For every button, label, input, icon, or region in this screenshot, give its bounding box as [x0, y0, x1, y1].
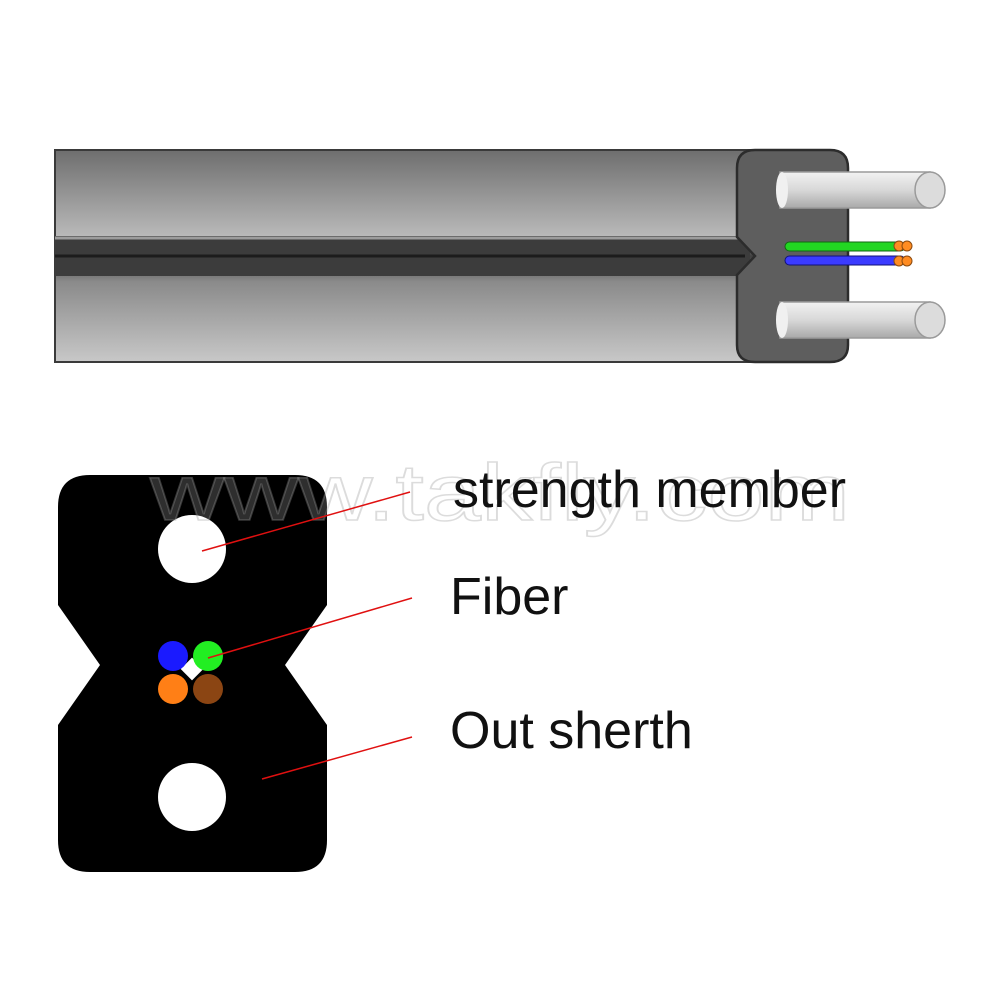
watermark: www.takfly.com: [149, 448, 850, 537]
fiber-blue: [158, 641, 188, 671]
strength-member-bottom: [158, 763, 226, 831]
fiber-end-orange-4: [901, 255, 913, 267]
fiber-end-orange-2: [901, 240, 913, 252]
fiber-green: [193, 641, 223, 671]
fiber-brown: [193, 674, 223, 704]
label-strength-member: strength member: [453, 461, 846, 519]
strength-member-rod-top: [776, 171, 946, 209]
leader-line-fiber: [207, 597, 413, 659]
fiber-orange: [158, 674, 188, 704]
fiber-strand-blue: [784, 255, 906, 266]
strength-member-top: [158, 515, 226, 583]
fiber-strand-green: [784, 241, 906, 252]
label-out-sheath: Out sherth: [450, 702, 693, 760]
leader-line-out-sheath: [261, 736, 413, 780]
protruding-fibers: [784, 240, 913, 267]
label-fiber: Fiber: [450, 568, 568, 626]
strength-member-rod-bottom: [776, 301, 946, 339]
leader-lines: [201, 491, 413, 780]
cable-side-view: [54, 148, 946, 364]
cable-cross-section: [58, 475, 327, 872]
leader-line-strength-member: [201, 491, 411, 552]
